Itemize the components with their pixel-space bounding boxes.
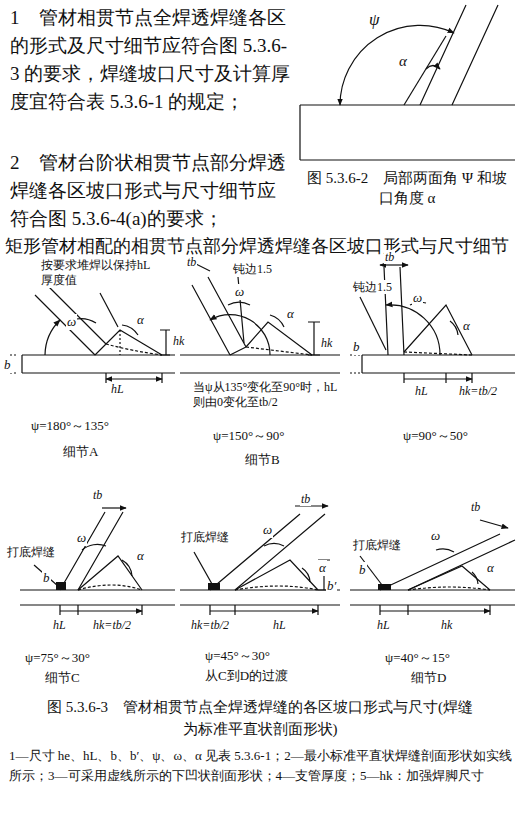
dimension-label: hL	[376, 618, 391, 632]
angle-symbol: α	[486, 560, 495, 576]
transition-figure	[180, 506, 340, 615]
dimension-label: hL	[110, 382, 125, 396]
angle-symbol: α	[136, 548, 145, 564]
dimension-label: hL	[414, 384, 429, 398]
dihedral-figure	[300, 5, 515, 160]
dimension-label: hk	[440, 618, 453, 632]
dimension-label: tb	[186, 255, 197, 269]
detail-name: 细节B	[244, 452, 281, 468]
dimension-label: tb	[384, 250, 395, 264]
body-text: 矩形管材相配的相贯节点部分焊透焊缝各区坡口形式与尺寸细节	[5, 234, 517, 258]
dimension-label: hk=tb/2	[190, 618, 230, 632]
detail-name: 细节A	[62, 444, 99, 460]
weld-label: 打底焊缝	[352, 538, 402, 552]
angle-symbol: ψ	[368, 10, 381, 30]
angle-symbol: α	[136, 312, 145, 328]
angle-symbol: ω	[234, 284, 245, 300]
angle-symbol: ω	[76, 530, 87, 546]
figure-caption: 图 5.3.6-2 局部两面角 Ψ 和坡口角度 α	[300, 168, 514, 208]
angle-symbol: α	[318, 560, 327, 576]
angle-symbol: ω	[412, 290, 423, 306]
detail-c-figure	[20, 508, 175, 615]
angle-symbol: ω	[66, 314, 77, 330]
dimension-label: tb	[92, 488, 103, 502]
detail-name: 细节D	[410, 670, 447, 686]
dimension-label: 钝边1.5	[352, 280, 393, 294]
angle-range: ψ=90°～50°	[402, 428, 469, 444]
dimension-label: b	[352, 339, 361, 355]
detail-name: 从C到D的过渡	[204, 668, 289, 684]
dimension-label: hk=tb/2	[92, 618, 132, 632]
angle-range: ψ=150°～90°	[212, 428, 285, 444]
angle-range: ψ=40°～15°	[384, 650, 451, 666]
angle-symbol: α	[286, 306, 295, 322]
body-text: 2 管材台阶状相贯节点部分焊透焊缝各区坡口形式与尺寸细节应符合图 5.3.6-4…	[10, 149, 292, 233]
dimension-label: tb	[300, 492, 311, 506]
dimension-label: hk	[320, 336, 333, 350]
dimension-label: 钝边1.5	[232, 262, 273, 276]
note-label: 按要求堆焊以保持hL厚度值	[40, 258, 154, 288]
angle-symbol: α	[462, 318, 471, 334]
note-label: 当ψ从135°变化至90°时，hL则由0变化至tb/2	[192, 380, 342, 410]
dimension-label: b′	[326, 578, 337, 594]
dimension-label: hL	[272, 618, 287, 632]
detail-name: 细节C	[44, 670, 81, 686]
body-text: 1 管材相贯节点全焊透焊缝各区的形式及尺寸细节应符合图 5.3.6-3 的要求，…	[10, 4, 292, 116]
dimension-label: hL	[52, 618, 67, 632]
detail-d-figure	[350, 520, 515, 615]
figure-caption: 图 5.3.6-3 管材相贯节点全焊透焊缝的各区坡口形式与尺寸(焊缝为标准平直状…	[40, 696, 480, 740]
weld-label: 打底焊缝	[6, 545, 56, 559]
angle-symbol: α	[398, 52, 408, 70]
legend-note: 1—尺寸 he、hL、b、b′、ψ、ω、α 见表 5.3.6-1；2—最小标准平…	[8, 746, 515, 786]
weld-label: 打底焊缝	[180, 530, 230, 544]
angle-range: ψ=180°～135°	[30, 418, 110, 434]
dimension-label: b	[42, 570, 51, 586]
angle-range: ψ=75°～30°	[24, 650, 91, 666]
angle-range: ψ=45°～30°	[204, 648, 271, 664]
angle-symbol: ω	[430, 528, 441, 544]
dimension-label: hk	[172, 334, 185, 348]
detail-a-figure	[10, 284, 175, 383]
detail-b-figure	[180, 263, 340, 373]
detail-b2-figure	[350, 265, 515, 383]
dimension-label: b	[3, 357, 12, 373]
dimension-label: b	[358, 562, 367, 578]
dimension-label: tb	[470, 500, 481, 514]
angle-symbol: ω	[262, 522, 273, 538]
dimension-label: hk=tb/2	[458, 384, 498, 398]
